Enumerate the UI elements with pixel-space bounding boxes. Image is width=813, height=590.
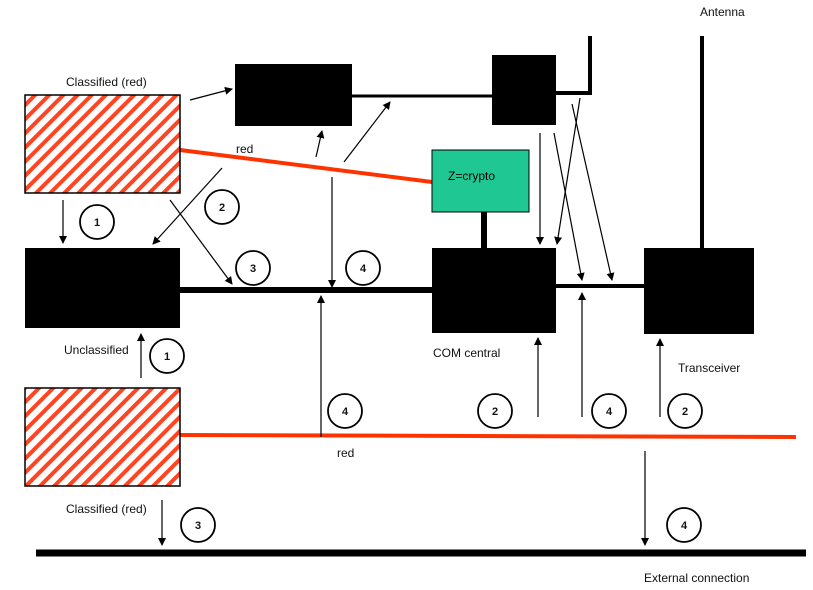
svg-text:1: 1: [94, 217, 100, 229]
com-central-label: COM central: [433, 346, 500, 360]
marker-4-red: 4: [327, 393, 363, 429]
classified-label-bottom: Classified (red): [66, 502, 147, 516]
arrow-fan-1: [553, 132, 585, 281]
classified-terminal-bottom[interactable]: [24, 387, 181, 487]
unclassified-label: Unclassified: [64, 343, 129, 357]
arrow-fan-3: [554, 97, 581, 245]
marker-4-link: 4: [591, 393, 627, 429]
red-line-top: [179, 148, 433, 184]
arrow-diagonal-2: [152, 167, 223, 245]
red-line-bottom: [179, 433, 797, 439]
svg-text:2: 2: [219, 202, 225, 214]
svg-text:3: 3: [195, 520, 201, 532]
marker-3-upper: 3: [235, 250, 271, 286]
svg-text:3: 3: [250, 263, 256, 275]
transceiver-label: Transceiver: [678, 361, 740, 375]
arrow-diagonal-up-right: [343, 101, 391, 163]
red-label-bottom: red: [337, 446, 354, 460]
marker-1-lower: 1: [149, 338, 185, 374]
arrow-classified-to-top-block: [189, 86, 233, 101]
antenna-label: Antenna: [700, 5, 745, 19]
arrow-fan-2: [571, 103, 615, 281]
svg-text:1: 1: [164, 351, 170, 363]
small-upper-block[interactable]: [492, 55, 556, 125]
svg-text:4: 4: [360, 263, 367, 275]
com-central-block[interactable]: [432, 248, 556, 333]
svg-text:2: 2: [682, 406, 688, 418]
arrow-up-to-top-block: [315, 130, 325, 158]
unclassified-terminal[interactable]: [25, 248, 180, 328]
arrows: [59, 86, 664, 546]
marker-1-upper: 1: [79, 204, 115, 240]
crypto-block[interactable]: [431, 149, 530, 213]
svg-text:4: 4: [681, 520, 688, 532]
number-markers: 1 2 3 4 1 4 2 4: [79, 189, 703, 543]
transceiver-block[interactable]: [644, 248, 754, 334]
antenna-feed-line: [556, 36, 592, 95]
marker-2-upper-diagonal: 2: [204, 189, 240, 225]
marker-2-transceiver: 2: [667, 393, 703, 429]
marker-2-com: 2: [477, 393, 513, 429]
crypto-label: Z=crypto: [448, 169, 495, 183]
arrow-diagonal-3: [169, 199, 233, 285]
marker-4-upper: 4: [345, 250, 381, 286]
red-label-top: red: [236, 142, 253, 156]
svg-text:4: 4: [342, 406, 349, 418]
external-connection-label: External connection: [644, 571, 749, 585]
marker-3-lower: 3: [180, 507, 216, 543]
svg-text:2: 2: [492, 406, 498, 418]
marker-4-external: 4: [666, 507, 702, 543]
svg-text:4: 4: [606, 406, 613, 418]
classified-label-top: Classified (red): [66, 75, 147, 89]
classified-terminal-top[interactable]: [24, 94, 181, 194]
top-processing-block[interactable]: [235, 64, 352, 126]
